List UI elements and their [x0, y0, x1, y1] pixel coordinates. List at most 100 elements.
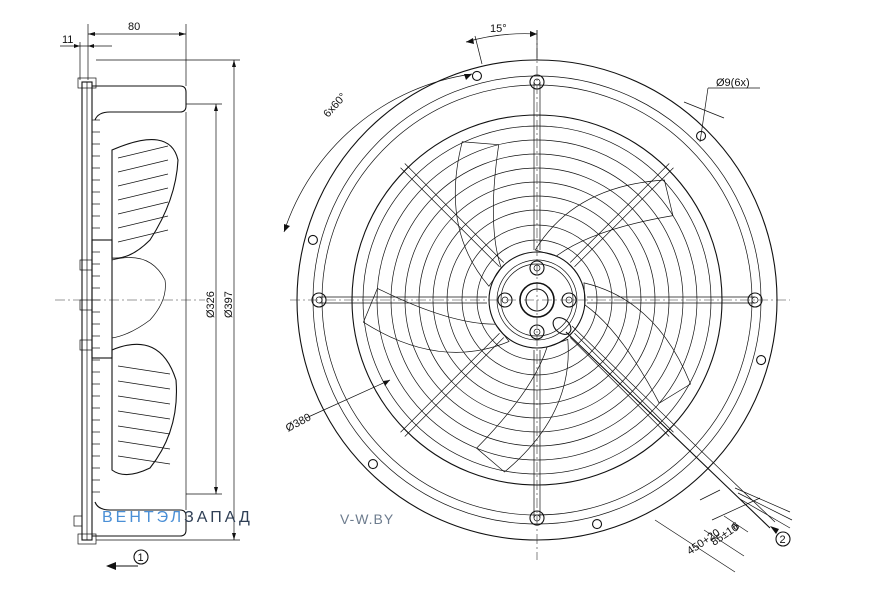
side-ring-bottom [92, 501, 187, 537]
airflow-marker-circle [133, 549, 149, 565]
arrow [232, 60, 236, 67]
side-blade-lower [111, 343, 178, 476]
dim-cable-ext-1 [699, 489, 721, 501]
arrow [232, 533, 236, 540]
dim-hole-leader [699, 87, 709, 143]
fan-blade [362, 287, 510, 353]
cable-marker-label: 2 [780, 534, 786, 546]
dim-bolt-circle: Ø380 [284, 411, 313, 434]
arrow [74, 44, 80, 48]
dim-angle-ext-2 [474, 35, 483, 65]
airflow-arrow-head [106, 562, 116, 570]
grille-spoke-edge [574, 167, 674, 268]
cable-line-1 [565, 331, 771, 529]
dim-cable-length-line [654, 519, 736, 573]
cable-line-2 [571, 325, 776, 523]
grille-spoke-edge [569, 163, 670, 263]
grille-spoke-edge [404, 337, 505, 437]
cable-marker-circle [775, 531, 791, 547]
arrow [214, 104, 218, 111]
watermark-brand-part2: ЗАПАД [184, 509, 253, 526]
side-blade-hatch-line [117, 173, 169, 187]
fan-blades [362, 141, 691, 473]
cable-marker-arrow [770, 526, 779, 534]
watermark-brand-part1: ВЕНТЭЛ [102, 509, 185, 526]
side-blade-hatch-line [117, 159, 169, 173]
mounting-hole [756, 354, 767, 366]
side-motor-stud-3 [79, 339, 93, 351]
arrow [88, 32, 95, 36]
mounting-hole [307, 234, 318, 246]
fan-blade [476, 338, 569, 473]
side-bolt-bottom [77, 533, 97, 545]
dim-holes-spacing-arc [283, 73, 473, 233]
dim-width-80: 80 [128, 21, 140, 33]
arrow [284, 224, 290, 232]
side-grille-ribs [92, 119, 100, 493]
spoke-bolt-inner [533, 328, 541, 336]
grille-spoke-edge [574, 332, 674, 433]
grille-spoke-edge [404, 163, 505, 263]
side-blade-hatch-line [117, 229, 169, 243]
side-blade-upper [111, 139, 179, 259]
arrow [88, 44, 94, 48]
side-blade-hatch-line [117, 215, 169, 229]
mounting-holes [307, 70, 767, 530]
arrow [530, 31, 537, 37]
side-blade-hatch-line [117, 410, 171, 420]
mounting-hole [591, 519, 603, 530]
mounting-hole [367, 458, 379, 470]
side-ring-top [92, 85, 187, 121]
arrow [383, 380, 390, 386]
dim-hole-diameter: Ø9(6x) [716, 77, 750, 89]
dim-angle-15: 15° [490, 23, 507, 35]
dim-flange-11: 11 [62, 34, 73, 46]
side-bolt-bottom-2 [73, 515, 83, 527]
dim-bolt-circle-leader [305, 379, 391, 419]
side-motor-body [91, 239, 113, 359]
side-blade-hatch-line [117, 380, 171, 390]
fan-blade [454, 141, 502, 287]
side-bolt-top [77, 77, 97, 89]
grille-spoke-edge [400, 332, 500, 433]
airflow-marker-label: 1 [138, 552, 144, 564]
dim-diameter-326: Ø326 [205, 291, 217, 318]
cable-gland [552, 317, 572, 335]
side-blade-hatch-line [117, 395, 171, 405]
grille-spoke-edge [569, 337, 670, 437]
mounting-hole [471, 70, 483, 81]
side-blade-hatch-line [117, 440, 171, 450]
arrow [179, 32, 186, 36]
mounting-hole [695, 130, 707, 142]
side-blade-hub [111, 257, 166, 339]
watermark: ВЕНТЭЛЗАПАД [102, 509, 253, 527]
dim-cable-ext-2 [711, 497, 761, 521]
side-blade-hatch-line [117, 187, 169, 201]
dim-sleeve-line [703, 529, 745, 557]
dim-wire-strip: 6 [730, 520, 742, 533]
dim-strip-line [723, 515, 749, 533]
side-blade-hatching [117, 145, 171, 465]
fan-blade [534, 179, 674, 257]
dim-holes-spacing: 6x60° [321, 91, 349, 120]
watermark-site: V-W.BY [340, 511, 395, 527]
cable-wires [734, 487, 793, 529]
side-blade-hatch-line [117, 365, 171, 375]
side-view: 80 11 Ø326 Ø397 1 [55, 21, 240, 570]
fan-blade [583, 282, 691, 404]
dim-diameter-397: Ø397 [223, 291, 235, 318]
dim-hole-ext [683, 101, 725, 119]
grille-spokes [319, 82, 755, 518]
front-view: 2 450+20 85±10 6 15° 6x60° [283, 23, 793, 573]
arrow [214, 487, 218, 494]
side-blade-hatch-line [117, 455, 171, 465]
side-motor-stud-1 [79, 259, 93, 271]
side-blade-hatch-line [117, 425, 171, 435]
arrow [466, 38, 474, 44]
side-blade-hatch-line [117, 201, 169, 215]
arrow [464, 74, 472, 80]
grille-spoke-edge [400, 167, 500, 268]
side-blade-hatch-line [117, 145, 169, 159]
